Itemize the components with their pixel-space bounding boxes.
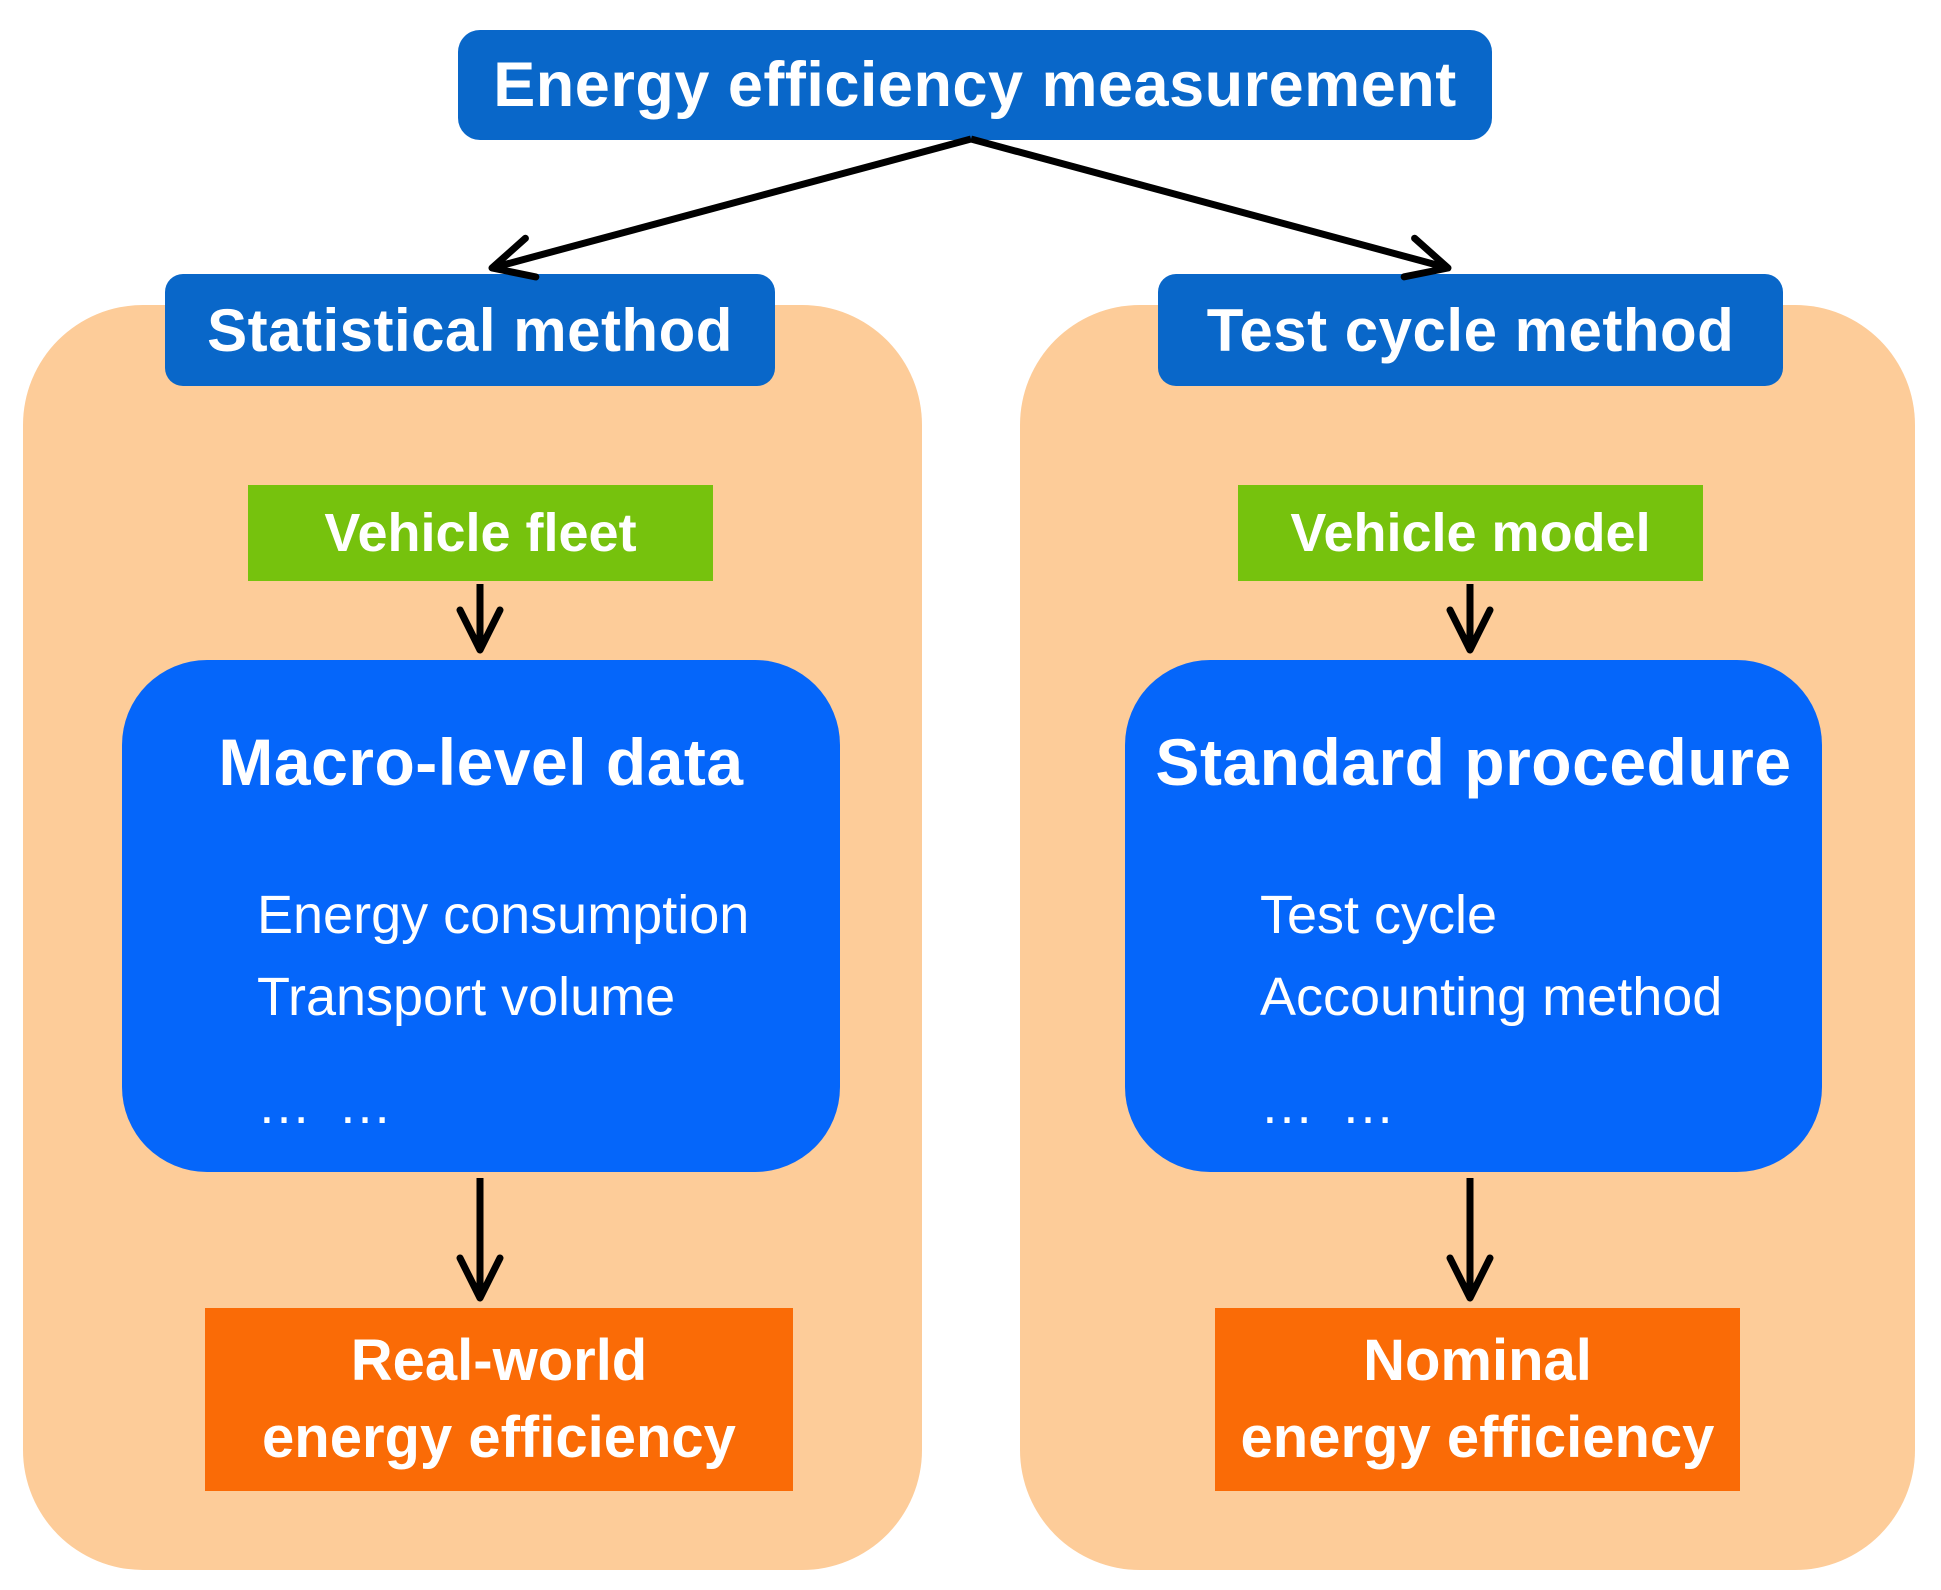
output-line: Real-world (350, 1327, 648, 1393)
root-node-label: Energy efficiency measurement (493, 50, 1457, 120)
vehicle-model-node: Vehicle model (1238, 485, 1703, 581)
nominal-efficiency-node: Nominal energy efficiency (1215, 1308, 1740, 1491)
output-line: energy efficiency (1240, 1404, 1715, 1470)
standard-procedure-title: Standard procedure (1155, 725, 1792, 799)
fork-arrow-left (488, 135, 972, 281)
statistical-method-node: Statistical method (165, 274, 775, 386)
data-item: Accounting method (1260, 967, 1723, 1027)
test-cycle-method-node: Test cycle method (1158, 274, 1783, 386)
fork-arrow-right (970, 135, 1452, 281)
vehicle-fleet-node: Vehicle fleet (248, 485, 713, 581)
output-line: energy efficiency (262, 1404, 736, 1470)
root-node: Energy efficiency measurement (458, 30, 1492, 140)
real-world-efficiency-node: Real-world energy efficiency (205, 1308, 793, 1491)
macro-level-data-title: Macro-level data (218, 725, 744, 799)
data-item: Test cycle (1260, 885, 1498, 945)
vehicle-fleet-label: Vehicle fleet (324, 503, 637, 563)
test-cycle-method-label: Test cycle method (1206, 296, 1735, 364)
statistical-method-label: Statistical method (207, 296, 733, 364)
data-item-ellipsis: … … (257, 1075, 399, 1135)
data-item-ellipsis: … … (1260, 1075, 1402, 1135)
macro-level-data-items: Energy consumption Transport volume … … (122, 874, 840, 1146)
data-item: Transport volume (257, 967, 676, 1027)
vehicle-model-label: Vehicle model (1290, 503, 1651, 563)
standard-procedure-node: Standard procedure Test cycle Accounting… (1125, 660, 1822, 1172)
macro-level-data-node: Macro-level data Energy consumption Tran… (122, 660, 840, 1172)
output-line: Nominal (1363, 1327, 1592, 1393)
data-item: Energy consumption (257, 885, 750, 945)
standard-procedure-items: Test cycle Accounting method … … (1125, 874, 1822, 1146)
